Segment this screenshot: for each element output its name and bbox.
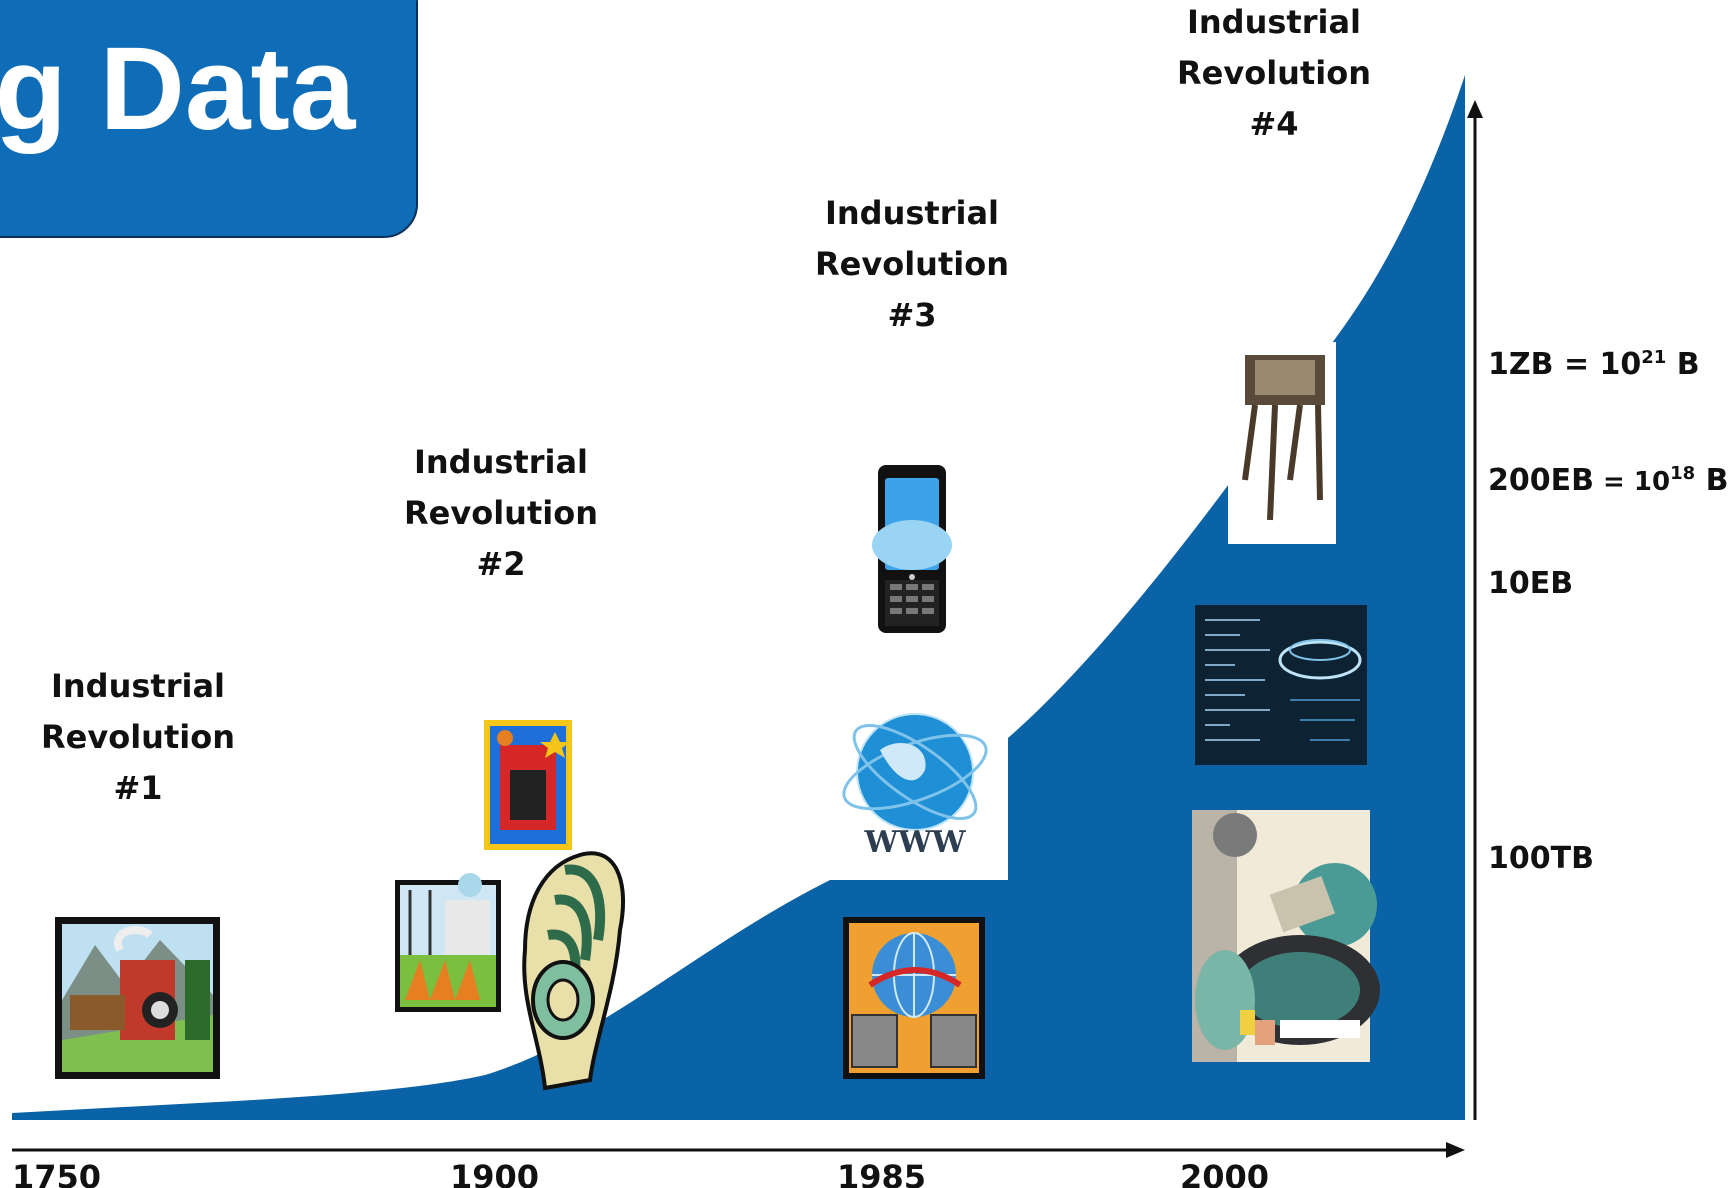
revolution-3-line1: Industrial bbox=[824, 194, 1000, 232]
scale-label-1zb: 1ZB = 1021 B bbox=[1488, 347, 1700, 382]
scale-label-200eb: 200EB = 1018 B bbox=[1488, 463, 1728, 498]
steam-train-clipart bbox=[55, 917, 220, 1079]
scale-200eb-unit: B bbox=[1695, 463, 1729, 498]
robot-dog bbox=[1228, 342, 1336, 544]
svg-text:WWW: WWW bbox=[863, 825, 966, 860]
growth-area bbox=[12, 75, 1465, 1120]
revolution-2-label: Industrial Revolution #2 bbox=[381, 437, 621, 590]
revolution-2-line3: #2 bbox=[476, 545, 526, 583]
title-box: ig Data bbox=[0, 0, 418, 238]
scale-200eb-main: 200EB bbox=[1488, 463, 1594, 498]
y-axis-arrow bbox=[1467, 100, 1483, 118]
scale-1zb-unit: B bbox=[1666, 347, 1700, 382]
mobile-phone bbox=[872, 465, 952, 633]
year-1985: 1985 bbox=[837, 1158, 927, 1188]
computer-network-clipart bbox=[843, 917, 985, 1079]
revolution-4-line1: Industrial bbox=[1186, 3, 1362, 41]
revolution-2-line2: Revolution bbox=[404, 494, 598, 532]
www-globe: WWW bbox=[842, 695, 988, 870]
revolution-3-line2: Revolution bbox=[815, 245, 1009, 283]
scale-200eb-eq: = 10 bbox=[1593, 467, 1671, 497]
revolution-3-label: Industrial Revolution #3 bbox=[792, 188, 1032, 341]
year-1750: 1750 bbox=[12, 1158, 102, 1188]
x-axis-arrow bbox=[1446, 1142, 1465, 1158]
revolution-1-line3: #1 bbox=[113, 769, 163, 807]
scale-label-100tb: 100TB bbox=[1488, 841, 1594, 876]
page-title: ig Data bbox=[0, 23, 356, 155]
revolution-1-line1: Industrial bbox=[50, 667, 226, 705]
revolution-1-line2: Revolution bbox=[41, 718, 235, 756]
revolution-4-line3: #4 bbox=[1249, 105, 1299, 143]
scale-1zb-main: 1ZB = 10 bbox=[1488, 347, 1642, 382]
code-data-screen bbox=[1195, 605, 1367, 765]
revolution-1-label: Industrial Revolution #1 bbox=[18, 661, 258, 814]
revolution-4-line2: Revolution bbox=[1177, 54, 1371, 92]
rotary-phone-clipart bbox=[522, 851, 625, 1091]
power-plant-clipart bbox=[395, 873, 501, 1012]
telephone-stamp-clipart bbox=[484, 720, 572, 850]
scale-label-10eb: 10EB bbox=[1488, 566, 1574, 601]
revolution-2-line1: Industrial bbox=[413, 443, 589, 481]
robot-arm-clipart bbox=[1192, 810, 1380, 1062]
year-2000: 2000 bbox=[1180, 1158, 1270, 1188]
year-1900: 1900 bbox=[450, 1158, 540, 1188]
revolution-3-line3: #3 bbox=[887, 296, 937, 334]
scale-1zb-exp: 21 bbox=[1641, 347, 1667, 368]
scale-200eb-exp: 18 bbox=[1670, 463, 1696, 484]
revolution-4-label: Industrial Revolution #4 bbox=[1154, 0, 1394, 150]
